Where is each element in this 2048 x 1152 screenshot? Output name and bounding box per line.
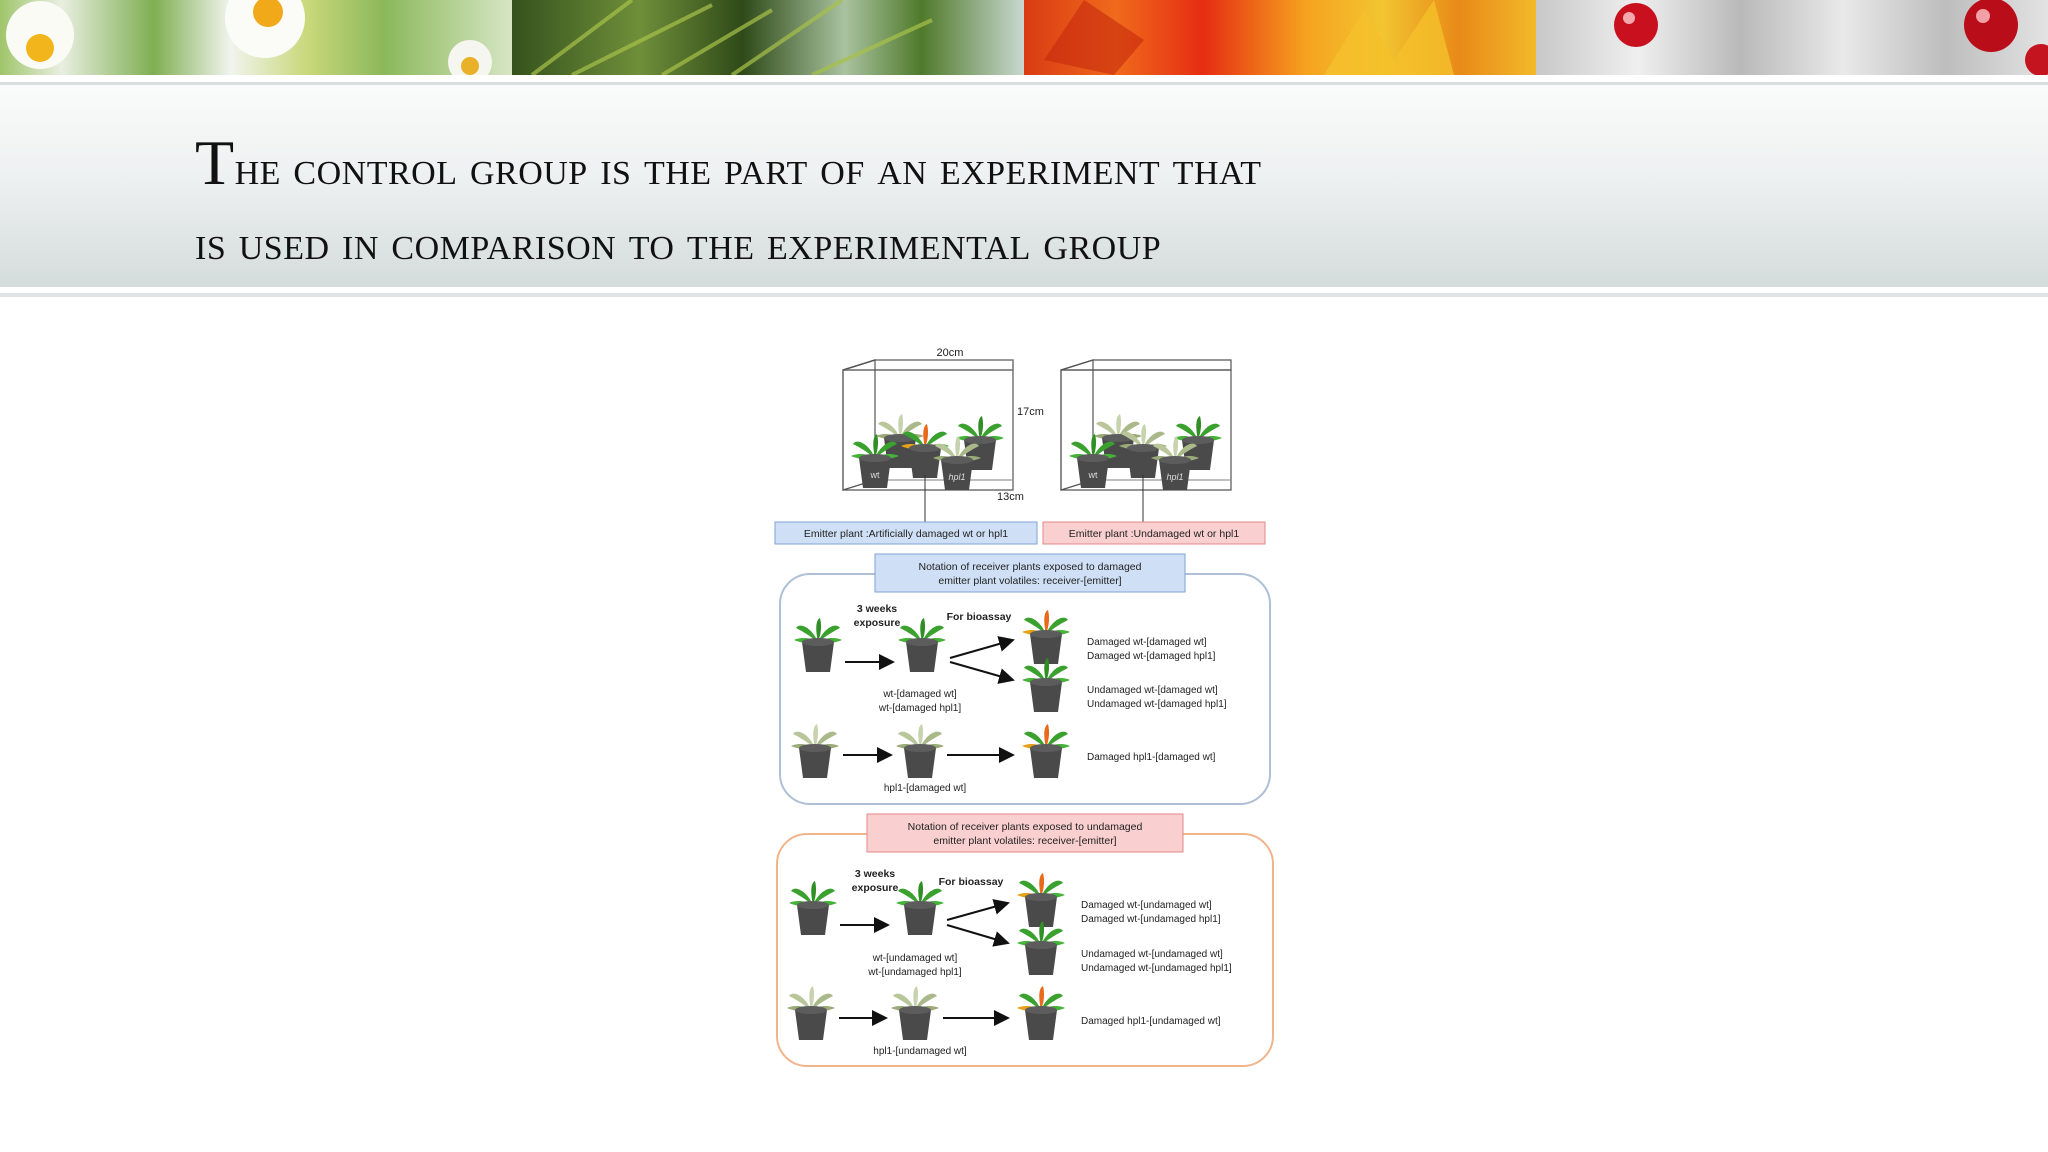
wt-receiver-label-1b: wt-[damaged hpl1] (878, 703, 961, 714)
hpl1-receiver-label-2: hpl1-[undamaged wt] (873, 1046, 967, 1057)
title-line-2: is used in comparison to the experimenta… (195, 217, 1162, 270)
damaged-panel-arrows (843, 636, 1015, 763)
experiment-diagram: 20cm 17cm 13cm wt hpl1 wt hpl1 Emitter p… (765, 340, 1285, 1080)
panel-undamaged-header-line2: emitter plant volatiles: receiver-[emitt… (933, 835, 1116, 847)
result-damaged-1: Damaged wt-[damaged wt] (1087, 637, 1207, 648)
dim-depth-label: 13cm (997, 491, 1024, 503)
emitter-damaged-box (774, 521, 1038, 545)
title-drop-letter: T (195, 127, 235, 198)
hpl1-receiver-label-1: hpl1-[damaged wt] (884, 783, 966, 794)
result-undamaged-2: Undamaged wt-[damaged hpl1] (1087, 699, 1227, 710)
banner-autumn-leaves (1024, 0, 1536, 75)
banner-winter-berries (1536, 0, 2048, 75)
wt-receiver-label-2b: wt-[undamaged hpl1] (867, 967, 962, 978)
banner-summer-palm (512, 0, 1024, 75)
title-line-1: he control group is the part of an exper… (234, 142, 1262, 195)
panel-damaged-header (874, 553, 1186, 593)
result-undamaged-1: Undamaged wt-[damaged wt] (1087, 685, 1218, 696)
result-damaged-3: Damaged wt-[undamaged wt] (1081, 900, 1212, 911)
result-damaged-4: Damaged wt-[undamaged hpl1] (1081, 914, 1221, 925)
exposure-label-2b: exposure (852, 882, 899, 894)
result-damaged-2: Damaged wt-[damaged hpl1] (1087, 651, 1216, 662)
result-undamaged-4: Undamaged wt-[undamaged hpl1] (1081, 963, 1232, 974)
pot-label-hpl1: hpl1 (948, 472, 965, 482)
wt-receiver-label-1a: wt-[damaged wt] (882, 689, 957, 700)
emitter-damaged-label: Emitter plant :Artificially damaged wt o… (804, 528, 1008, 540)
pot-label-wt: wt (870, 470, 880, 480)
undamaged-panel-arrows (839, 899, 1010, 1026)
panel-damaged-header-line1: Notation of receiver plants exposed to d… (919, 561, 1142, 573)
dim-height-label: 17cm (1017, 406, 1044, 418)
result-hpl1-1: Damaged hpl1-[damaged wt] (1087, 752, 1216, 763)
seasonal-banner (0, 0, 2048, 75)
bioassay-label-2: For bioassay (939, 876, 1004, 888)
exposure-label-1b: exposure (854, 617, 901, 629)
banner-spring-daisies (0, 0, 512, 75)
panel-damaged-header-line2: emitter plant volatiles: receiver-[emitt… (938, 575, 1121, 587)
panel-undamaged-header (866, 813, 1184, 853)
exposure-label-1a: 3 weeks (857, 603, 897, 615)
emitter-undamaged-box (1042, 521, 1266, 545)
pot-label-wt-2: wt (1088, 470, 1098, 480)
result-undamaged-3: Undamaged wt-[undamaged wt] (1081, 949, 1223, 960)
slide-title: The control group is the part of an expe… (195, 125, 1895, 281)
result-hpl1-2: Damaged hpl1-[undamaged wt] (1081, 1016, 1221, 1027)
title-band: The control group is the part of an expe… (0, 82, 2048, 297)
wt-receiver-label-2a: wt-[undamaged wt] (872, 953, 958, 964)
bioassay-label-1: For bioassay (947, 611, 1012, 623)
emitter-undamaged-label: Emitter plant :Undamaged wt or hpl1 (1069, 528, 1240, 540)
pot-label-hpl1-2: hpl1 (1166, 472, 1183, 482)
exposure-label-2a: 3 weeks (855, 868, 895, 880)
panel-undamaged-header-line1: Notation of receiver plants exposed to u… (908, 821, 1143, 833)
dim-width-label: 20cm (937, 347, 964, 359)
